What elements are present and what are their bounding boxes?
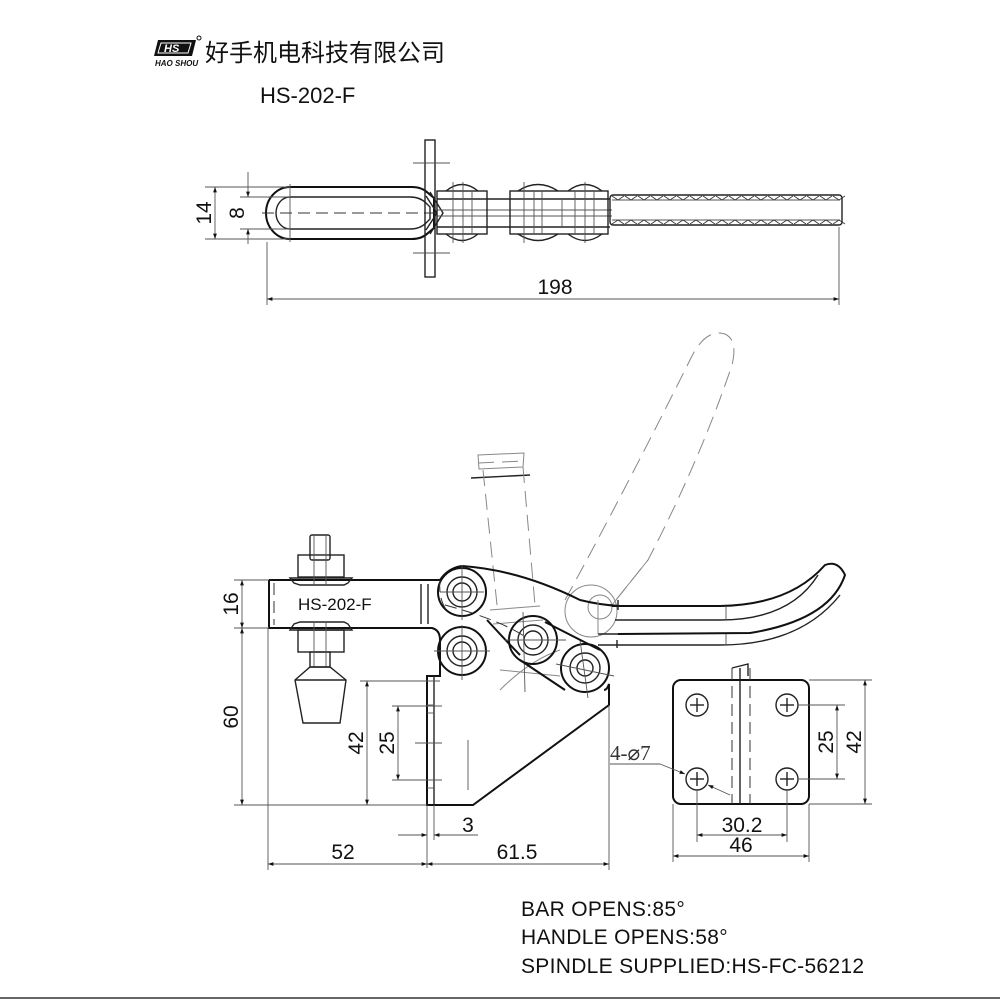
note-handle-opens: HANDLE OPENS:58°	[521, 926, 728, 949]
logo-text: HS	[164, 43, 180, 55]
dim-hole-spacing-horizontal: 30.2	[722, 814, 763, 837]
dim-spindle-offset: 52	[331, 841, 354, 864]
grip-knurl-mark	[689, 219, 703, 225]
mount-hole	[775, 693, 799, 717]
note-bar-opens: BAR OPENS:85°	[521, 898, 685, 921]
grip-knurl-mark	[663, 219, 677, 225]
grip-knurl-mark	[676, 195, 690, 201]
grip-knurl-mark	[819, 219, 833, 225]
grip-knurl-mark	[650, 219, 664, 225]
grip-knurl-mark	[637, 219, 651, 225]
grip-knurl-mark	[819, 195, 833, 201]
grip-knurl-mark	[728, 219, 742, 225]
grip-knurl-mark	[624, 195, 638, 201]
grip-knurl-mark	[806, 195, 820, 201]
grip-knurl-mark	[754, 195, 768, 201]
grip-knurl-mark	[754, 219, 768, 225]
dim-base-height: 42	[345, 731, 368, 754]
grip-knurl-mark	[793, 219, 807, 225]
top-view: 14 8 198	[193, 139, 846, 305]
dim-top-outer-width: 14	[193, 201, 216, 225]
logo-badge-icon	[154, 40, 196, 56]
grip-knurl-mark	[611, 195, 625, 201]
grip-knurl-mark	[728, 195, 742, 201]
grip-knurl-mark	[806, 219, 820, 225]
mount-hole	[685, 767, 709, 791]
grip-knurl-mark	[741, 219, 755, 225]
company-name: 好手机电科技有限公司	[205, 39, 445, 67]
grip-knurl-mark	[780, 219, 794, 225]
note-spindle-supplied: SPINDLE SUPPLIED:HS-FC-56212	[521, 955, 864, 978]
dim-arm-height: 16	[220, 592, 243, 615]
grip-knurl-mark	[832, 195, 846, 201]
grip-knurl-mark	[793, 195, 807, 201]
grip-knurl-mark	[767, 195, 781, 201]
mount-hole	[775, 767, 799, 791]
logo-subtitle: HAO SHOU	[155, 59, 198, 68]
grip-knurl-mark	[663, 195, 677, 201]
grip-knurl-mark	[767, 219, 781, 225]
dim-base-length: 61.5	[497, 841, 538, 864]
dim-plate-thickness: 3	[462, 814, 474, 837]
dim-base-plate-width: 46	[729, 834, 752, 857]
grip-knurl-mark	[637, 195, 651, 201]
grip-knurl-mark	[780, 195, 794, 201]
mount-hole	[685, 693, 709, 717]
grip-knurl-mark	[650, 195, 664, 201]
dim-top-inner-width: 8	[226, 207, 249, 219]
model-title: HS-202-F	[260, 83, 355, 108]
hole-callout: 4-⌀7	[610, 741, 651, 765]
grip-knurl-mark	[715, 219, 729, 225]
spec-notes: BAR OPENS:85° HANDLE OPENS:58° SPINDLE S…	[521, 898, 864, 978]
grip-knurl-mark	[676, 219, 690, 225]
grip-knurl-mark	[611, 219, 625, 225]
dim-hole-spacing-vertical: 25	[815, 730, 838, 753]
grip-knurl-mark	[741, 195, 755, 201]
grip-knurl-mark	[702, 219, 716, 225]
grip-knurl-mark	[624, 219, 638, 225]
grip-knurl-mark	[715, 195, 729, 201]
dim-overall-length: 198	[537, 276, 572, 299]
side-view: HS-202-F	[220, 332, 847, 870]
dim-base-plate-height: 42	[843, 730, 866, 753]
dim-spindle-height: 60	[220, 705, 243, 728]
grip-knurl-mark	[702, 195, 716, 201]
base-view: 4-⌀7 25 42 30.2 46	[610, 663, 872, 862]
arm-model-label: HS-202-F	[298, 595, 372, 614]
company-logo: HS HAO SHOU	[154, 35, 202, 68]
grip-knurl-mark	[689, 195, 703, 201]
grip-knurl-mark	[832, 219, 846, 225]
dim-hole-spacing-side: 25	[376, 731, 399, 754]
